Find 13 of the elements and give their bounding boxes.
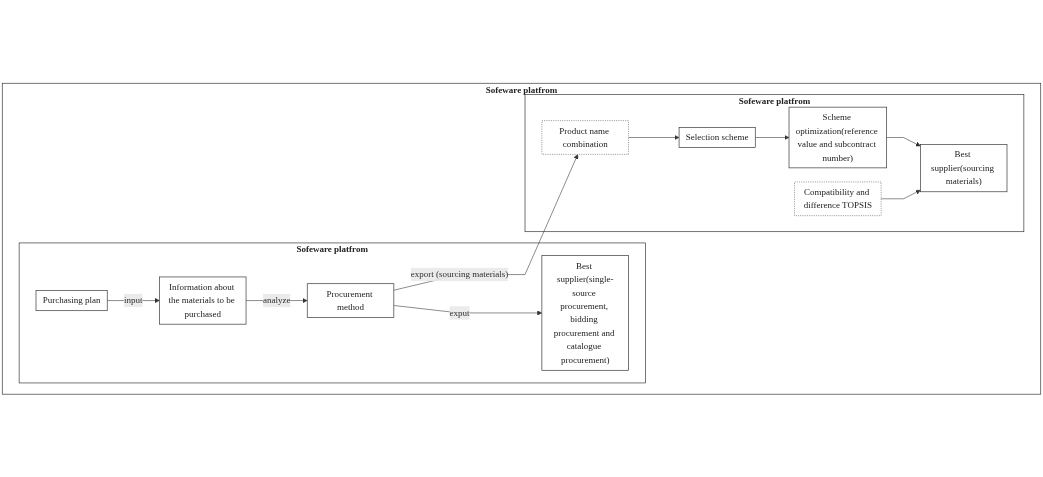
node-box: Product name combination xyxy=(541,120,629,155)
edge-label: analyze xyxy=(262,295,291,305)
edge-label: input xyxy=(124,295,143,305)
node-box: Information about the materials to be purchased xyxy=(159,276,247,325)
node-box: Purchasing plan xyxy=(35,289,108,311)
node-box: Scheme optimization(reference value and subcontract number) xyxy=(788,106,887,168)
node-box: Selection scheme xyxy=(678,126,756,148)
node-box: Best supplier(sourcing materials) xyxy=(920,144,1008,192)
edge-label: export (sourcing materials) xyxy=(410,269,509,279)
node-box: Compatibility and difference TOPSIS xyxy=(794,181,882,216)
node-box: Procurement method xyxy=(306,283,395,318)
node-box: Best supplier(single-source procurement, bidding procurement and catalogue procurement) xyxy=(541,255,629,371)
edge-label: exput xyxy=(449,307,470,318)
